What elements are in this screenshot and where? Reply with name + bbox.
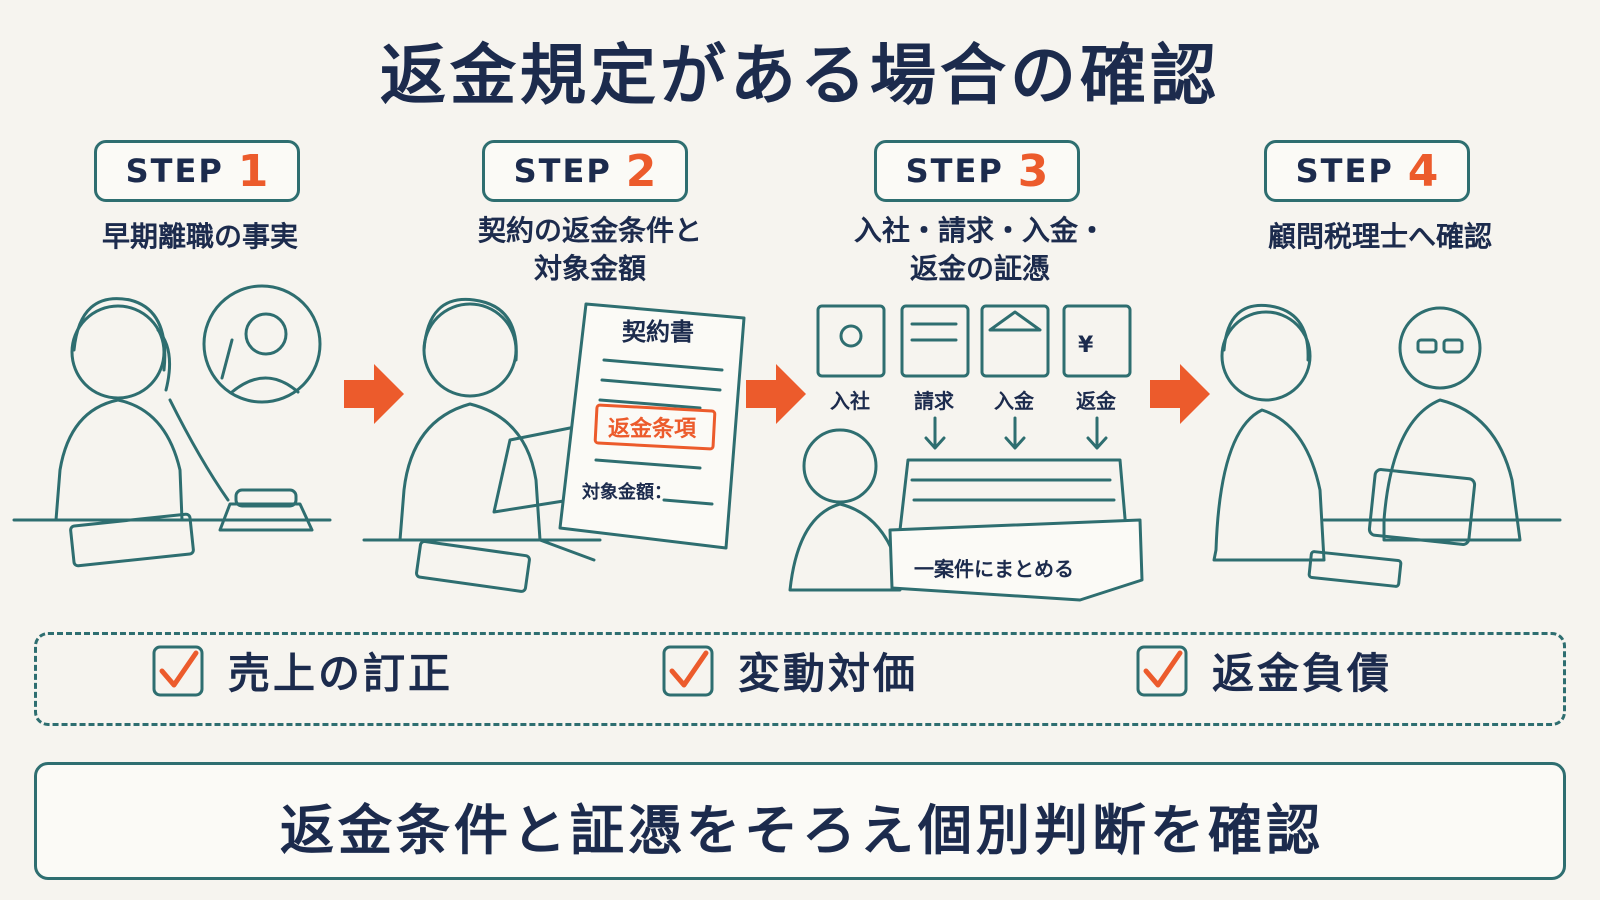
contract-document: 契約書 返金条項 対象金額：	[558, 302, 746, 550]
id-card-icon	[816, 304, 886, 378]
advisor-head	[1398, 306, 1482, 390]
step-1-number: 1	[237, 145, 269, 197]
invoice-icon	[900, 304, 970, 378]
step-2-title-line-1: 契約の返金条件と	[477, 214, 702, 247]
step-4-badge: STEP 4	[1264, 140, 1470, 202]
step-3-title-line-2: 返金の証憑	[909, 252, 1050, 285]
label-refund: 返金	[1076, 389, 1117, 413]
step-2-badge: STEP 2	[482, 140, 688, 202]
summary-text: 返金条件と証憑をそろえ個別判断を確認	[280, 799, 1324, 862]
box-label: 一案件にまとめる	[914, 557, 1074, 581]
step-3-badge: STEP 3	[874, 140, 1080, 202]
summary-box	[34, 762, 1566, 880]
step-4-title-line: 顧問税理士へ確認	[1267, 220, 1492, 253]
check-item-3: 返金負債	[1134, 640, 1392, 701]
step-1-badge: STEP 1	[94, 140, 300, 202]
svg-text:¥: ¥	[1078, 333, 1094, 358]
step-4-illustration	[1212, 303, 1562, 588]
step-4-label: STEP	[1295, 152, 1394, 190]
arrow-down-icons	[924, 416, 1108, 450]
checkbox-checked-icon	[1136, 645, 1188, 696]
step-2-illustration	[362, 297, 602, 593]
contract-heading: 契約書	[622, 318, 694, 346]
step-3-title-line-1: 入社・請求・入金・	[853, 214, 1106, 247]
refund-clause: 返金条項	[608, 416, 697, 442]
arrow-right-icon	[746, 364, 806, 424]
label-payment: 入金	[994, 389, 1035, 413]
step-2-title-line-2: 対象金額	[533, 252, 646, 285]
check-item-1-label: 売上の訂正	[228, 649, 454, 698]
refund-icon	[1062, 304, 1132, 378]
arrow-right-icon	[344, 364, 404, 424]
page-title: 返金規定がある場合の確認	[380, 37, 1220, 114]
step-1-illustration	[12, 284, 332, 568]
arrow-right-icon	[1150, 364, 1210, 424]
step-2-title: 契約の返金条件と 対象金額	[420, 212, 760, 288]
laptop-icon	[1367, 468, 1477, 546]
checkbox-checked-icon	[152, 645, 204, 696]
check-item-3-label: 返金負債	[1212, 649, 1393, 698]
document-labels: 入社 請求 入金 返金 一案件にまとめる	[830, 389, 1117, 581]
target-amount-label: 対象金額：	[581, 481, 672, 503]
check-item-2-label: 変動対価	[738, 649, 919, 698]
step-3-title: 入社・請求・入金・ 返金の証憑	[810, 212, 1150, 288]
check-item-1: 売上の訂正	[150, 640, 453, 701]
step-4-title: 顧問税理士へ確認	[1210, 218, 1550, 256]
step-3-number: 3	[1017, 145, 1049, 197]
bank-icon	[980, 304, 1050, 378]
step-3-illustration: ¥	[788, 304, 1144, 602]
checklist-box	[34, 632, 1566, 726]
step-1-title-line: 早期離職の事実	[101, 220, 298, 253]
step-1-title: 早期離職の事実	[40, 218, 360, 256]
label-invoice: 請求	[914, 389, 955, 413]
step-4-number: 4	[1407, 145, 1439, 197]
step-3-label: STEP	[905, 152, 1004, 190]
step-1-label: STEP	[125, 152, 224, 190]
check-item-2: 変動対価	[660, 640, 918, 701]
step-2-label: STEP	[513, 152, 612, 190]
label-hire: 入社	[830, 389, 870, 413]
checkbox-checked-icon	[662, 645, 714, 696]
step-2-number: 2	[625, 145, 657, 197]
